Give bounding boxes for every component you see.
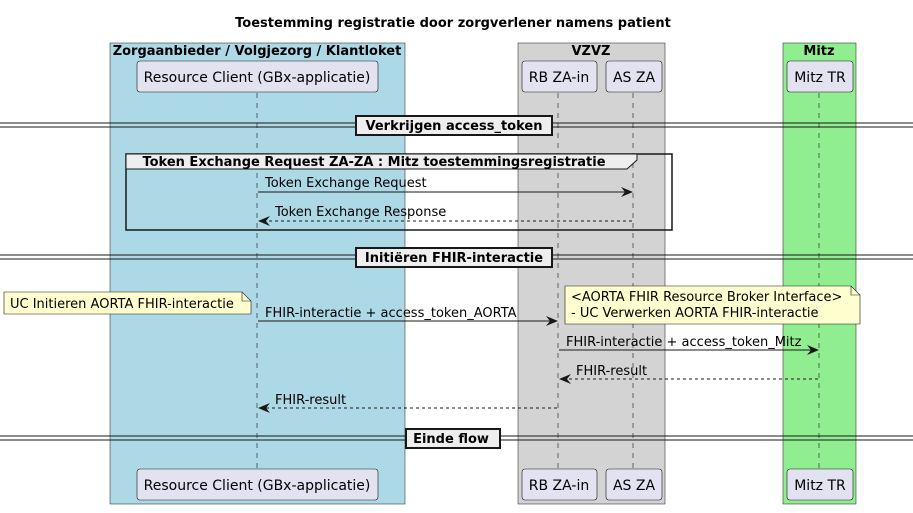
box-zorgaanbieder	[109, 42, 406, 505]
participant-resource-client-bottom-label: Resource Client (GBx-applicatie)	[144, 478, 371, 494]
box-vzvz-title: VZVZ	[572, 44, 611, 59]
box-mitz	[782, 42, 857, 505]
participant-as-za-top	[605, 60, 663, 93]
participant-as-za-top-label: AS ZA	[613, 70, 656, 86]
participant-as-za-bottom-label: AS ZA	[613, 478, 656, 494]
note-left-text: UC Initieren AORTA FHIR-interactie	[10, 297, 234, 312]
group-token-exchange-title: Token Exchange Request ZA-ZA : Mitz toes…	[142, 155, 605, 170]
note-left-fold	[241, 292, 251, 302]
participant-resource-client-bottom	[136, 468, 379, 501]
message-fhir-result-2: FHIR-result	[275, 393, 346, 408]
box-vzvz	[517, 42, 666, 505]
participant-as-za-bottom	[605, 468, 663, 501]
group-token-exchange-header	[125, 153, 638, 170]
participant-resource-client-top	[136, 60, 379, 93]
box-mitz-title: Mitz	[803, 44, 834, 59]
message-fhir-aorta: FHIR-interactie + access_token_AORTA	[265, 306, 517, 321]
message-token-request: Token Exchange Request	[264, 176, 427, 191]
note-right	[564, 285, 861, 325]
divider-verkrijgen	[355, 115, 553, 136]
note-left	[3, 291, 252, 315]
message-fhir-result-1: FHIR-result	[576, 364, 647, 379]
participant-rb-za-in-top-label: RB ZA-in	[529, 70, 589, 86]
diagram-title: Toestemming registratie door zorgverlene…	[235, 16, 671, 31]
message-fhir-mitz: FHIR-interactie + access_token_Mitz	[566, 335, 802, 350]
participant-rb-za-in-bottom	[521, 468, 598, 501]
divider-initieren-label: Initiëren FHIR-interactie	[365, 251, 543, 266]
note-right-fold	[850, 286, 860, 296]
participant-rb-za-in-top	[521, 60, 598, 93]
divider-initieren	[355, 247, 553, 268]
message-token-response: Token Exchange Response	[274, 205, 446, 220]
participant-mitz-tr-top-label: Mitz TR	[794, 70, 846, 86]
participant-mitz-tr-top	[786, 60, 854, 93]
participant-mitz-tr-bottom	[786, 468, 854, 501]
note-right-line1: <AORTA FHIR Resource Broker Interface>	[571, 290, 842, 305]
divider-einde	[405, 428, 501, 449]
participant-rb-za-in-bottom-label: RB ZA-in	[529, 478, 589, 494]
note-right-line2: - UC Verwerken AORTA FHIR-interactie	[571, 306, 819, 321]
divider-einde-label: Einde flow	[413, 432, 489, 447]
participant-resource-client-top-label: Resource Client (GBx-applicatie)	[144, 70, 371, 86]
box-zorgaanbieder-title: Zorgaanbieder / Volgjezorg / Klantloket	[113, 44, 402, 59]
participant-mitz-tr-bottom-label: Mitz TR	[794, 478, 846, 494]
divider-verkrijgen-label: Verkrijgen access_token	[366, 119, 543, 134]
